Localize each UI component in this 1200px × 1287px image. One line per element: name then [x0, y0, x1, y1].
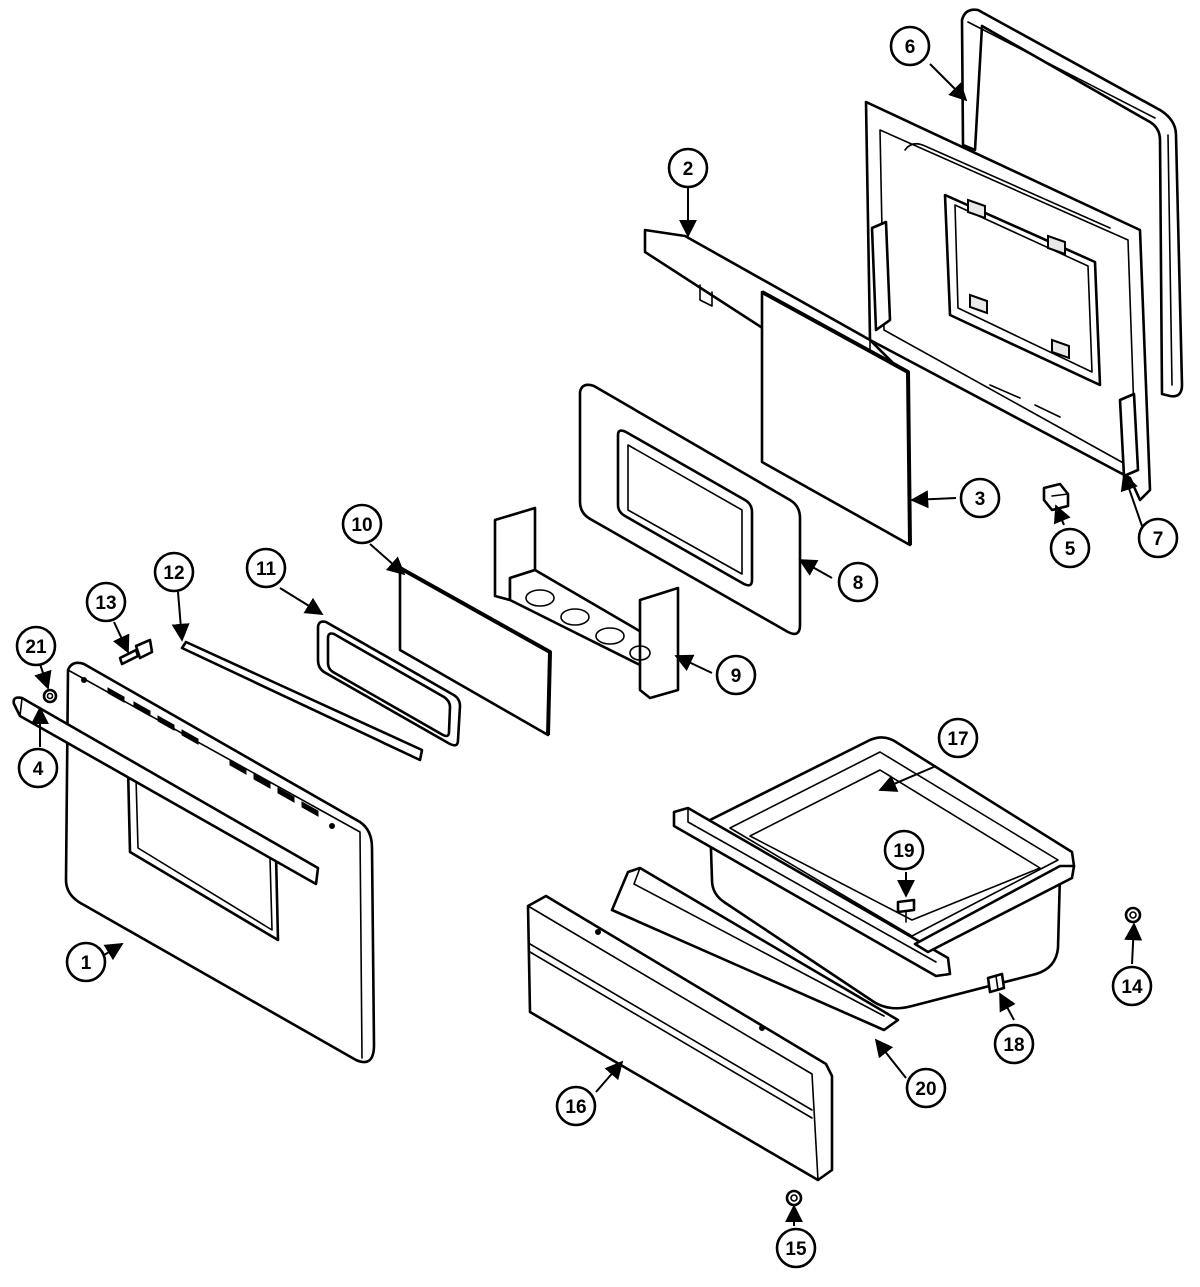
callout-5: 5: [1049, 527, 1091, 569]
part-19-screw: [896, 898, 916, 923]
part-9-insulation-bracket: [493, 506, 680, 700]
part-13-screw: [118, 638, 154, 666]
part-12-trim-strip: [180, 640, 424, 762]
part-15-knob: [785, 1189, 803, 1207]
svg-text:12: 12: [163, 563, 184, 584]
callout-8: 8: [837, 561, 879, 603]
svg-text:16: 16: [565, 1097, 586, 1118]
callout-11: 11: [245, 547, 287, 589]
svg-text:5: 5: [1065, 539, 1076, 560]
part-1-outer-door: [64, 661, 376, 1064]
callout-3: 3: [959, 477, 1001, 519]
callout-14: 14: [1111, 965, 1153, 1007]
part-18-slide-block: [986, 972, 1006, 994]
svg-text:2: 2: [683, 159, 694, 180]
leader-lines: [31, 63, 1143, 1226]
svg-text:9: 9: [731, 666, 742, 687]
svg-text:17: 17: [947, 729, 968, 750]
callout-20: 20: [905, 1067, 947, 1109]
svg-text:8: 8: [853, 573, 864, 594]
callout-9: 9: [715, 654, 757, 696]
callout-4: 4: [17, 747, 59, 789]
callout-2: 2: [667, 147, 709, 189]
part-10-inner-glass: [398, 566, 552, 737]
part-21-nut: [42, 688, 58, 704]
callout-18: 18: [993, 1023, 1035, 1065]
svg-text:10: 10: [351, 515, 372, 536]
svg-text:11: 11: [256, 559, 277, 580]
svg-text:19: 19: [893, 841, 914, 862]
svg-text:1: 1: [81, 953, 92, 974]
svg-text:6: 6: [905, 37, 916, 58]
callout-6: 6: [889, 25, 931, 67]
svg-text:4: 4: [33, 759, 44, 780]
svg-text:14: 14: [1121, 977, 1143, 998]
svg-text:13: 13: [95, 593, 116, 614]
callout-1: 1: [65, 941, 107, 983]
part-6-door-gasket: [960, 8, 1184, 398]
part-11-window-gasket: [316, 620, 462, 747]
callout-16: 16: [555, 1085, 597, 1127]
callout-17: 17: [937, 717, 979, 759]
svg-text:21: 21: [25, 637, 47, 658]
callout-7: 7: [1137, 517, 1179, 559]
callout-12: 12: [153, 551, 195, 593]
part-17-drawer-body: [672, 736, 1076, 1010]
svg-text:18: 18: [1003, 1035, 1024, 1056]
callout-13: 13: [85, 581, 127, 623]
part-16-drawer-front: [526, 894, 834, 1182]
svg-text:3: 3: [975, 489, 986, 510]
part-20-drawer-trim: [610, 866, 900, 1032]
part-8-door-frame: [578, 383, 802, 636]
svg-text:7: 7: [1153, 529, 1164, 550]
svg-text:15: 15: [785, 1239, 807, 1260]
callout-19: 19: [883, 829, 925, 871]
callout-10: 10: [341, 503, 383, 545]
callout-15: 15: [775, 1227, 817, 1269]
part-4-door-handle: [12, 696, 320, 886]
callout-21: 21: [15, 625, 57, 667]
svg-text:20: 20: [915, 1079, 936, 1100]
part-14-knob: [1124, 906, 1142, 924]
part-3-glass-panel: [760, 290, 912, 547]
